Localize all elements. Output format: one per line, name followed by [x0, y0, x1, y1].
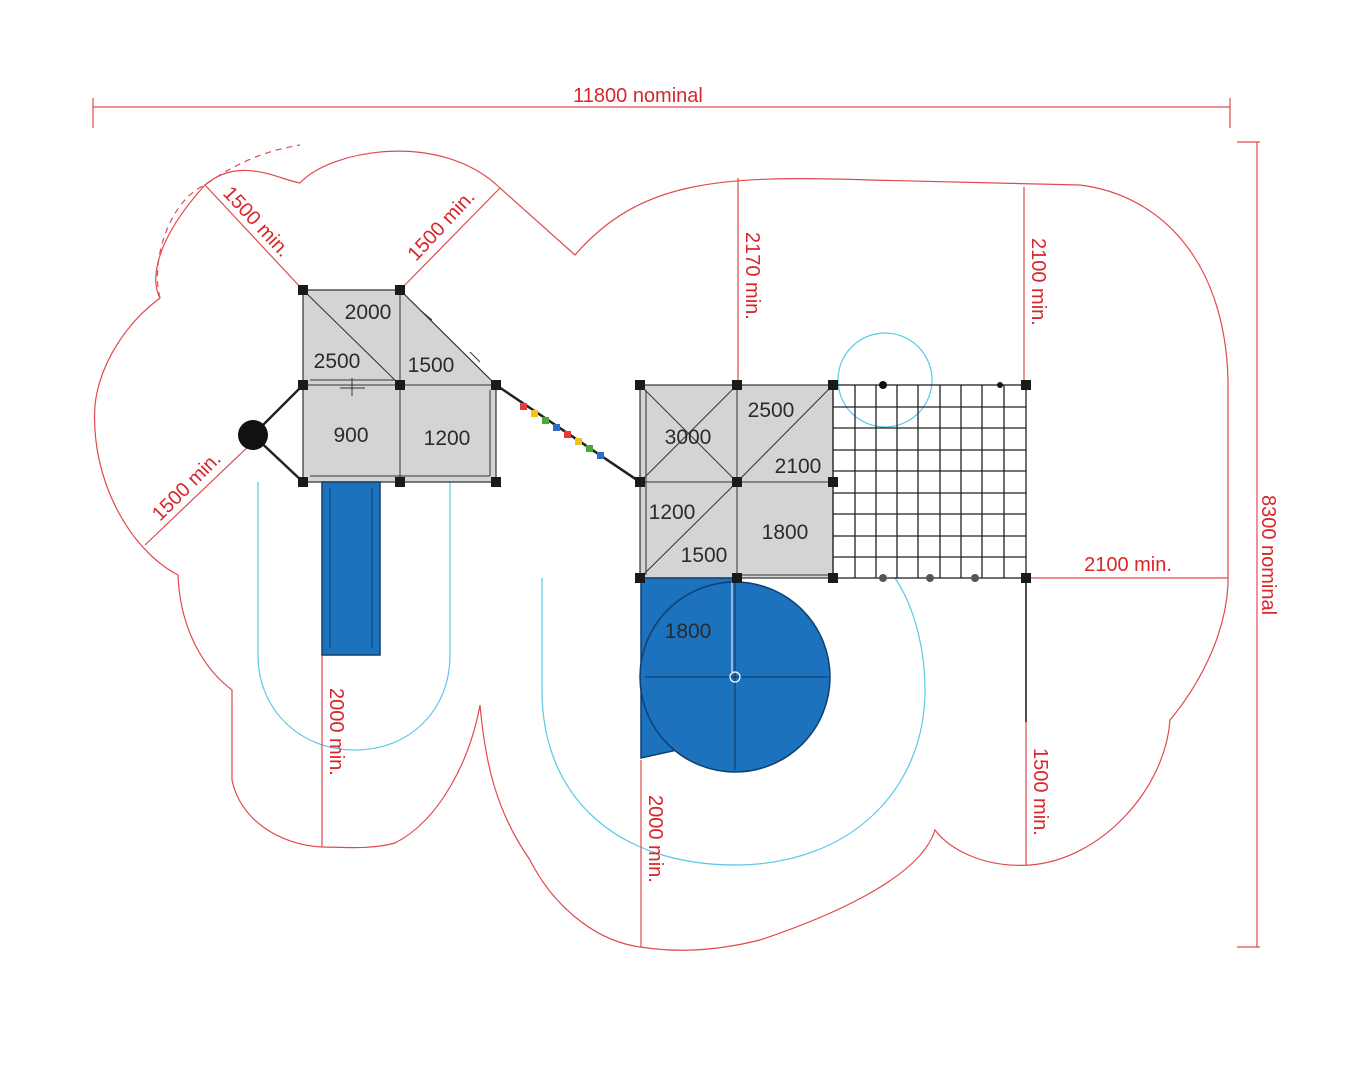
height-2000-a: 2000 — [345, 301, 392, 324]
depth-label: 8300 nominal — [1257, 495, 1279, 615]
safety-zone-outline — [93, 150, 1229, 951]
slide-zone-right — [541, 577, 926, 866]
spiral-slide — [639, 577, 831, 773]
clearance-label-6: 2100 min. — [1084, 554, 1172, 576]
width-label: 11800 nominal — [573, 85, 703, 107]
clearance-label-2: 1500 min. — [404, 186, 480, 265]
clearance-label-5: 2100 min. — [1027, 238, 1049, 326]
height-1800-b: 1800 — [762, 521, 809, 544]
clearance-label-1: 1500 min. — [218, 182, 294, 261]
height-1500-a: 1500 — [408, 354, 455, 377]
slide-zone-left — [257, 482, 451, 751]
clearance-label-4: 2170 min. — [741, 232, 763, 320]
height-2500-b: 2500 — [748, 399, 795, 422]
alternate-zone-dashed — [156, 144, 301, 299]
height-2500-a: 2500 — [314, 350, 361, 373]
clearance-label-8: 2000 min. — [644, 795, 666, 883]
height-3000-b: 3000 — [665, 426, 712, 449]
posts — [298, 285, 1031, 583]
height-1500-b: 1500 — [681, 544, 728, 567]
climbing-net — [832, 381, 1027, 722]
width-dimension: 11800 nominal — [92, 85, 1231, 128]
height-2100-b: 2100 — [775, 455, 822, 478]
height-1200-b: 1200 — [649, 501, 696, 524]
straight-slide — [321, 481, 381, 656]
depth-dimension: 8300 nominal — [1237, 141, 1279, 948]
anchor-post — [238, 420, 268, 450]
height-900-a: 900 — [333, 424, 368, 447]
clearance-label-3: 1500 min. — [148, 448, 226, 526]
height-1200-a: 1200 — [424, 427, 471, 450]
clearance-lines — [144, 178, 1228, 947]
clearance-label-9: 1500 min. — [1029, 748, 1051, 836]
bridge — [495, 383, 641, 484]
height-1800-slide: 1800 — [665, 620, 712, 643]
clearance-label-7: 2000 min. — [325, 688, 347, 776]
